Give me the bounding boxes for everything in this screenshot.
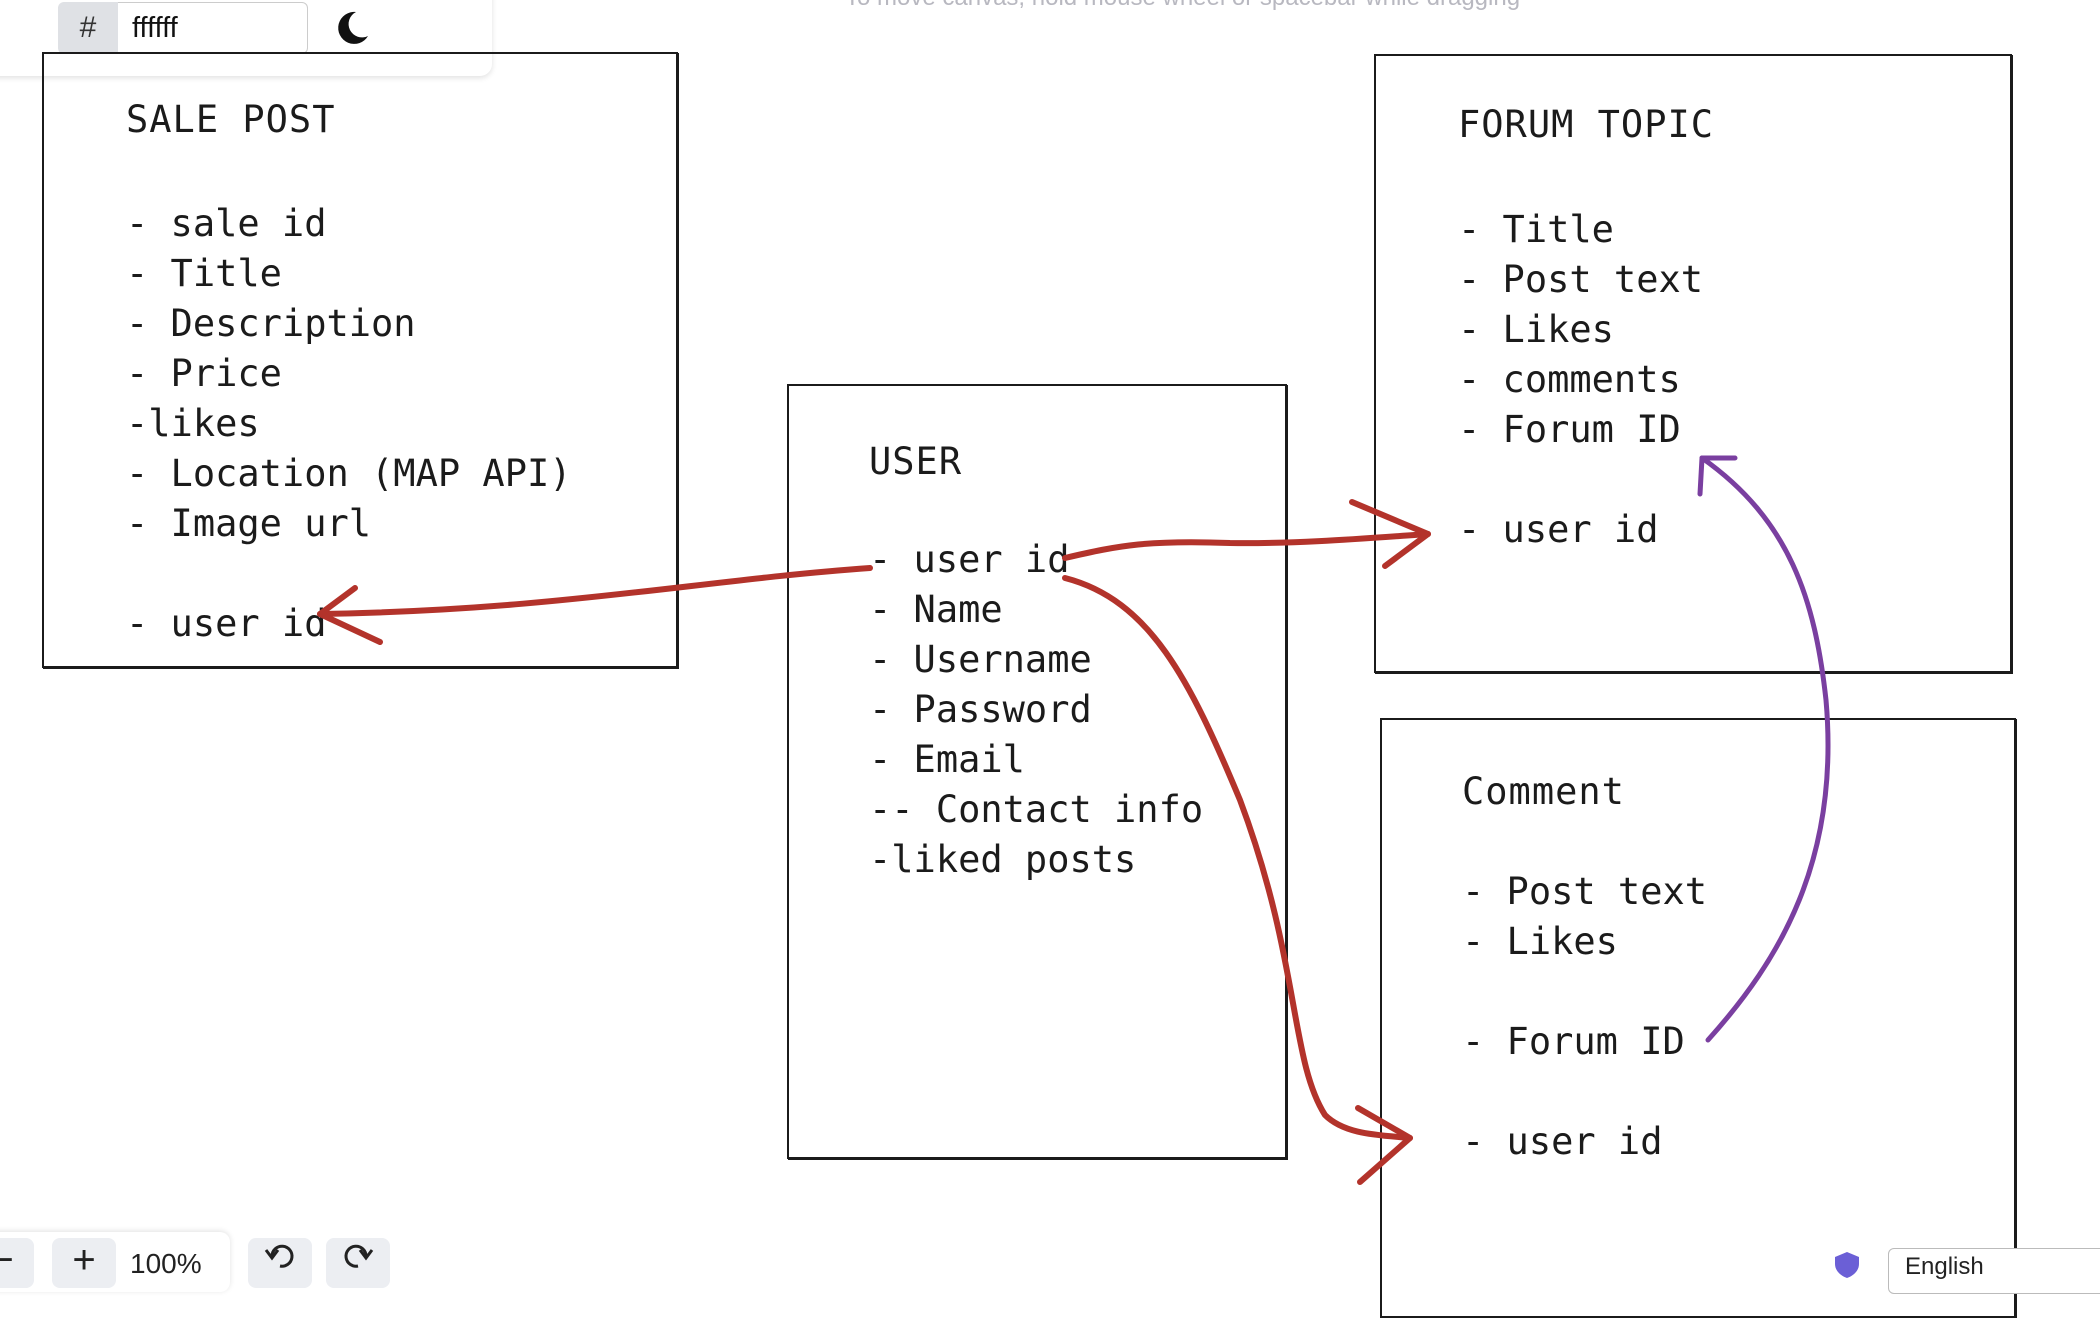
forum-topic-field: - user id [1458,508,1659,551]
zoom-in-button[interactable]: + [52,1238,116,1288]
comment-field: - Post text [1462,870,1708,913]
sale-post-card[interactable]: SALE POST - sale id - Title - Descriptio… [42,52,678,668]
zoom-level[interactable]: 100% [130,1248,202,1279]
sale-post-field: - sale id [126,202,327,245]
forum-topic-card[interactable]: FORUM TOPIC - Title - Post text - Likes … [1374,54,2012,673]
comment-card[interactable]: Comment - Post text - Likes - Forum ID -… [1380,718,2016,1318]
redo-icon [344,1244,374,1268]
user-field: -liked posts [869,838,1137,881]
forum-topic-field: - Title [1458,208,1614,251]
background-color-input[interactable] [118,2,308,54]
sale-post-field: -likes [126,402,260,445]
sale-post-field: - Image url [126,502,372,545]
moon-icon[interactable] [332,8,372,48]
sale-post-field: - Description [126,302,416,345]
user-card[interactable]: USER - user id - Name - Username - Passw… [787,384,1287,1159]
hex-prefix-label: # [58,2,118,54]
sale-post-field: - Location (MAP API) [126,452,572,495]
canvas-background-panel: # [0,0,492,76]
comment-field: - Likes [1462,920,1618,963]
comment-title: Comment [1462,770,1625,813]
user-title: USER [869,440,963,483]
forum-topic-title: FORUM TOPIC [1458,103,1715,146]
sale-post-title: SALE POST [126,98,336,141]
sale-post-field: - Price [126,352,282,395]
comment-field: - user id [1462,1120,1663,1163]
forum-topic-field: - Forum ID [1458,408,1681,451]
shield-icon[interactable] [1832,1250,1862,1280]
redo-button[interactable] [326,1238,390,1288]
canvas-hint: To move canvas, hold mouse wheel or spac… [845,0,1605,12]
forum-topic-field: - comments [1458,358,1681,401]
forum-topic-field: - Post text [1458,258,1704,301]
language-select[interactable]: English [1888,1248,2100,1294]
user-field: - Password [869,688,1092,731]
forum-topic-field: - Likes [1458,308,1614,351]
user-field: - user id [869,538,1070,581]
undo-icon [264,1244,294,1268]
user-field: - Username [869,638,1092,681]
user-field: - Name [869,588,1003,631]
sale-post-field: - user id [126,602,327,645]
comment-field: - Forum ID [1462,1020,1685,1063]
sale-post-field: - Title [126,252,282,295]
user-field: - Email [869,738,1025,781]
user-field: -- Contact info [869,788,1204,831]
zoom-out-button[interactable]: − [0,1238,34,1288]
undo-button[interactable] [248,1238,312,1288]
